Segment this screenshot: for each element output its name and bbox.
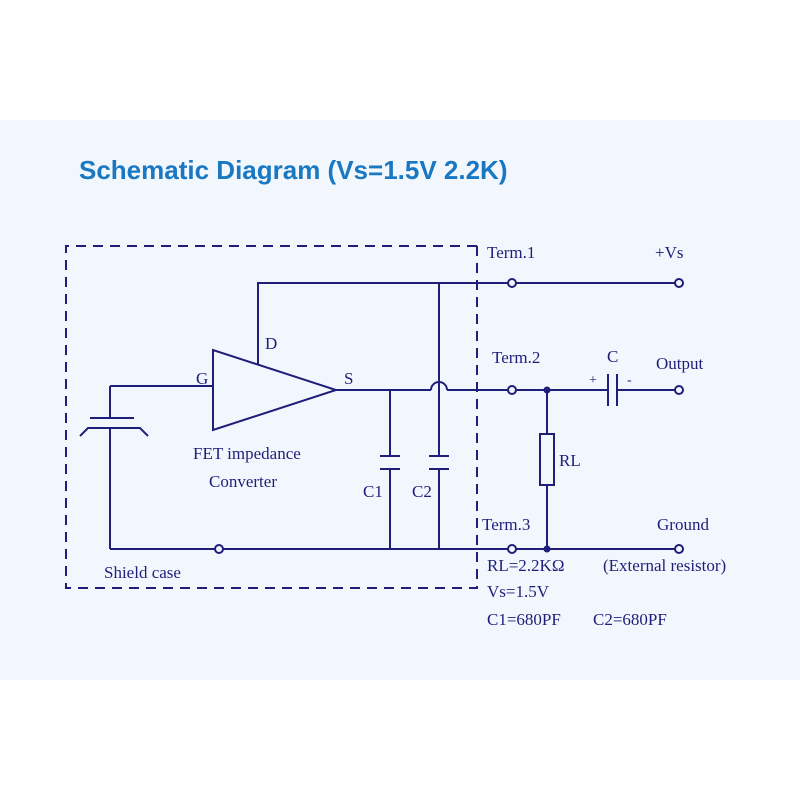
diagram-background <box>0 120 800 680</box>
spec-external-resistor: (External resistor) <box>603 556 726 575</box>
rl-resistor <box>539 433 555 486</box>
spec-c1: C1=680PF <box>487 610 561 629</box>
capsule-plate-bottom <box>79 427 149 437</box>
gate-label: G <box>196 369 208 388</box>
shield-case-outline <box>65 245 478 589</box>
rl-bottom-junction <box>543 545 551 553</box>
cap-plus-label: + <box>589 373 597 388</box>
fet-amplifier-symbol <box>212 348 340 432</box>
term1-label: Term.1 <box>487 243 535 262</box>
diagram-title: Schematic Diagram (Vs=1.5V 2.2K) <box>79 155 508 185</box>
fet-label-line2: Converter <box>209 472 277 491</box>
term3-terminal <box>507 544 517 554</box>
ground-label: Ground <box>657 515 709 534</box>
cap-c-label: C <box>607 347 618 366</box>
drain-label: D <box>265 334 277 353</box>
c1-label: C1 <box>363 482 383 501</box>
ground-terminal <box>674 544 684 554</box>
shield-case-terminal <box>214 544 224 554</box>
c2-label: C2 <box>412 482 432 501</box>
spec-c2: C2=680PF <box>593 610 667 629</box>
vs-terminal <box>674 278 684 288</box>
rl-label: RL <box>559 451 581 470</box>
source-label: S <box>344 369 353 388</box>
vs-label: +Vs <box>655 243 683 262</box>
spec-rl: RL=2.2KΩ <box>487 556 564 575</box>
output-label: Output <box>656 354 704 373</box>
rl-top-junction <box>543 386 551 394</box>
term2-label: Term.2 <box>492 348 540 367</box>
term1-terminal <box>507 278 517 288</box>
output-terminal <box>674 385 684 395</box>
term2-terminal <box>507 385 517 395</box>
fet-label-line1: FET impedance <box>193 444 301 463</box>
spec-vs: Vs=1.5V <box>487 582 550 601</box>
drain-wire <box>257 282 510 364</box>
term3-label: Term.3 <box>482 515 530 534</box>
shield-case-label: Shield case <box>104 563 181 582</box>
cap-minus-label: - <box>627 373 632 388</box>
